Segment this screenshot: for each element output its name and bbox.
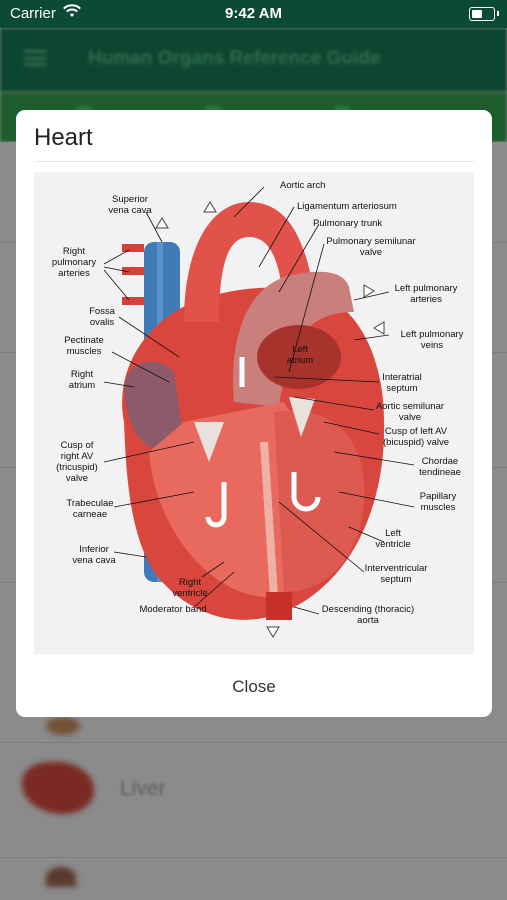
wifi-icon — [63, 4, 81, 17]
status-bar: Carrier 9:42 AM — [0, 0, 507, 28]
bicuspid-valve-shape — [289, 397, 315, 437]
label-cusp-left-av: Cusp of left AV(bicuspid) valve — [383, 426, 449, 448]
clock: 9:42 AM — [225, 5, 282, 22]
app-title: Human Organs Reference Guide — [88, 48, 381, 69]
arrow-left-pulmonary-artery — [363, 284, 375, 298]
list-item[interactable] — [0, 582, 507, 743]
label-ligamentum-arteriosum: Ligamentum arteriosum — [297, 201, 397, 212]
label-pulmonary-trunk: Pulmonary trunk — [313, 218, 382, 229]
label-aortic-arch: Aortic arch — [280, 180, 325, 191]
leader-lines — [103, 186, 415, 615]
divider — [34, 161, 474, 162]
tricuspid-valve-shape — [194, 422, 224, 462]
battery-icon — [469, 7, 495, 21]
arrow-aortic-arch — [203, 201, 217, 213]
arrow-superior-vena-cava — [155, 217, 169, 229]
organ-detail-modal: Heart — [16, 110, 492, 717]
septum-band — [260, 441, 278, 598]
modal-title: Heart — [34, 124, 93, 151]
aortic-arch-shape — [184, 202, 314, 322]
nav-bar: Human Organs Reference Guide — [0, 28, 507, 92]
carrier-label: Carrier — [10, 5, 56, 22]
list-item-liver[interactable]: Liver — [0, 747, 507, 858]
label-moderator-band: Moderator band — [139, 604, 206, 615]
battery-tip — [497, 11, 499, 16]
label-descending-aorta: Descending (thoracic)aorta — [322, 604, 414, 626]
flow-arrow — [205, 482, 227, 528]
liver-thumbnail — [22, 762, 94, 814]
right-atrium-shape — [124, 361, 184, 450]
close-button[interactable]: Close — [16, 676, 492, 698]
organ-thumbnail — [46, 717, 80, 735]
artery-stub — [122, 267, 144, 275]
hamburger-menu-icon[interactable] — [24, 50, 46, 66]
list-item[interactable] — [0, 857, 507, 900]
list-item-label: Liver — [120, 777, 166, 800]
arrow-left-pulmonary-vein — [373, 321, 385, 335]
organ-thumbnail — [46, 867, 76, 887]
flow-arrow — [291, 472, 321, 512]
left-atrium-shape — [257, 325, 341, 389]
arrow-descending-aorta — [266, 626, 280, 638]
artery-stub — [122, 244, 144, 252]
descending-aorta-shape — [266, 592, 292, 620]
artery-stub — [122, 297, 144, 305]
